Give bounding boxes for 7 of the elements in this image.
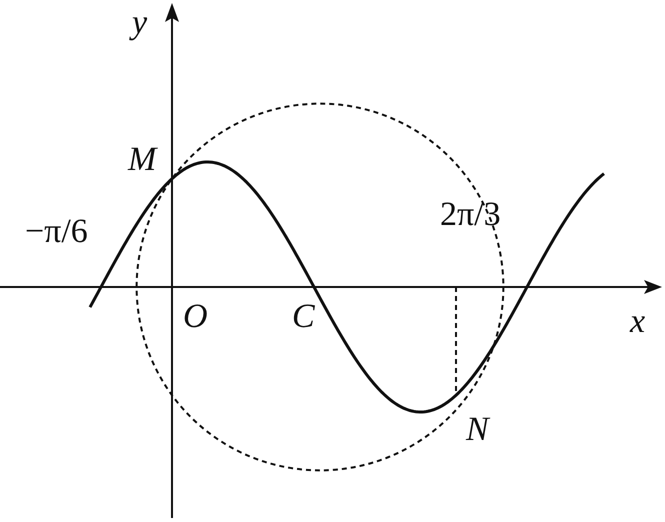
point-label: O bbox=[183, 300, 208, 334]
point-label: N bbox=[466, 413, 489, 447]
point-label: C bbox=[292, 300, 315, 334]
point-label: M bbox=[128, 143, 156, 177]
tick-label: −π/6 bbox=[25, 215, 88, 249]
axis-label: x bbox=[630, 305, 646, 339]
tick-label: 2π/3 bbox=[440, 198, 501, 232]
